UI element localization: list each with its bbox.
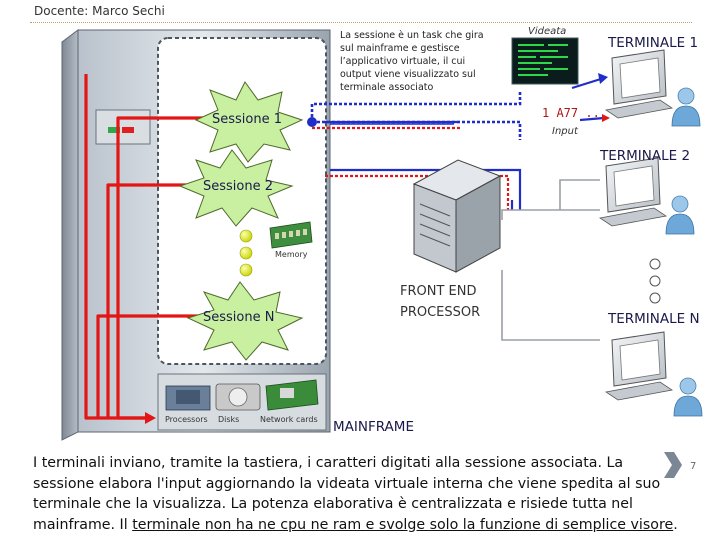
terminal-ellipsis [649, 258, 661, 304]
processors-label: Processors [165, 415, 208, 424]
processors-icon [165, 385, 211, 411]
memory-label: Memory [275, 250, 308, 259]
session-description-note: La sessione è un task che gira sul mainf… [340, 30, 484, 93]
session-2-label: Sessione 2 [203, 179, 273, 194]
footer-text-main: I terminali inviano, tramite la tastiera… [33, 455, 661, 533]
header-teacher: Docente: Marco Sechi [34, 4, 165, 18]
session-2-star [178, 149, 294, 227]
footer-text-end: . [673, 516, 678, 533]
session-1-star [194, 81, 304, 163]
header-divider [30, 22, 692, 23]
next-chevron-icon[interactable] [662, 450, 684, 480]
videata-label: Videata [528, 26, 566, 37]
page-number: 7 [690, 461, 697, 472]
front-end-processor-icon [412, 159, 502, 273]
videata-screen [511, 37, 579, 85]
footer-text-underlined: terminale non ha ne cpu ne ram e svolge … [132, 516, 674, 533]
terminal-n-icon [604, 331, 703, 417]
session-1-label: Sessione 1 [212, 112, 282, 127]
terminal-1-label: TERMINALE 1 [607, 35, 698, 51]
memory-dots [239, 229, 253, 277]
session-n-label: Sessione N [203, 310, 274, 325]
network-cards-label: Network cards [260, 415, 318, 424]
terminal-2-icon [598, 157, 695, 235]
typed-input: 1 A77 .. [542, 106, 600, 120]
disks-icon [215, 383, 261, 411]
footer-paragraph: I terminali inviano, tramite la tastiera… [33, 453, 688, 535]
fep-label-line2: PROCESSOR [400, 305, 480, 320]
network-card-icon [265, 379, 319, 411]
terminal-1-icon [604, 49, 701, 127]
disks-label: Disks [218, 415, 239, 424]
terminal-n-label: TERMINALE N [607, 311, 700, 327]
terminal-2-label: TERMINALE 2 [599, 148, 690, 164]
input-label: Input [552, 126, 579, 137]
mainframe-label: MAINFRAME [333, 419, 414, 435]
session-n-star [186, 281, 304, 361]
fep-label-line1: FRONT END [400, 284, 477, 299]
memory-module-icon [269, 221, 313, 249]
